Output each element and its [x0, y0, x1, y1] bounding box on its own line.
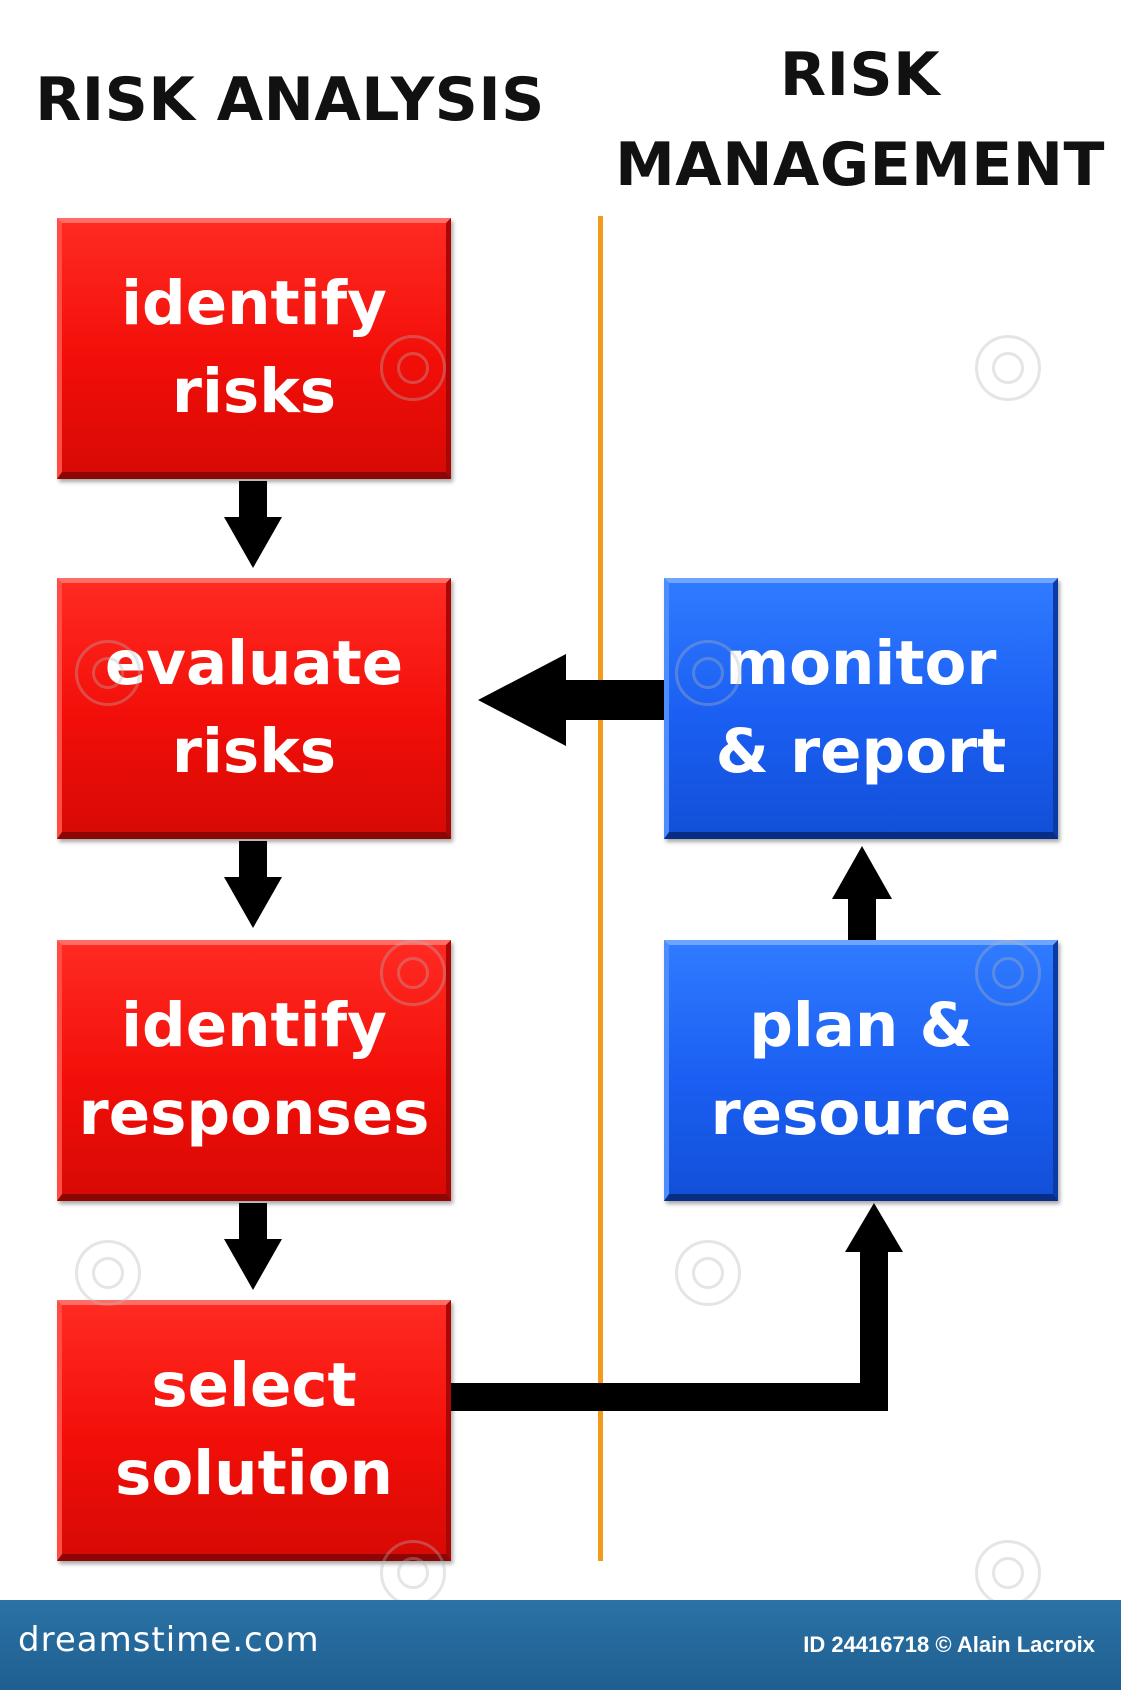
column-divider [598, 216, 603, 1561]
risk-management-heading: RISK MANAGEMENT [610, 30, 1110, 210]
step-label: plan & [749, 989, 973, 1061]
arrow-identify-to-evaluate [224, 481, 282, 568]
watermark-swirl-icon [975, 940, 1041, 1006]
footer-brand: dreamstime.com [18, 1620, 320, 1660]
watermark-swirl-icon [380, 940, 446, 1006]
arrow-monitor-to-evaluate [478, 654, 664, 746]
step-label: select [151, 1349, 357, 1421]
step-label: monitor [725, 627, 997, 699]
step-label: solution [115, 1437, 393, 1509]
watermark-swirl-icon [975, 335, 1041, 401]
arrow-responses-to-select [224, 1203, 282, 1290]
footer-credit: ID 24416718 © Alain Lacroix [803, 1632, 1095, 1657]
watermark-swirl-icon [380, 1540, 446, 1606]
step-label: responses [78, 1077, 430, 1149]
watermark-swirl-icon [675, 640, 741, 706]
step-label: risks [171, 715, 337, 787]
arrow-select-to-plan [451, 1203, 903, 1411]
risk-analysis-heading: RISK ANALYSIS [35, 65, 545, 135]
step-label: & report [715, 715, 1007, 787]
watermark-swirl-icon [675, 1240, 741, 1306]
step-label: identify [121, 989, 387, 1061]
step-label: identify [121, 267, 387, 339]
step-evaluate-risks: evaluate risks [57, 578, 451, 839]
risk-management-heading-line1: RISK [779, 40, 941, 110]
step-label: resource [710, 1077, 1012, 1149]
step-label: risks [171, 355, 337, 427]
watermark-swirl-icon [75, 640, 141, 706]
watermark-swirl-icon [975, 1540, 1041, 1606]
step-label: evaluate [104, 627, 404, 699]
flow-arrows [224, 481, 903, 1411]
watermark-swirl-icon [380, 335, 446, 401]
footer-bar: dreamstime.com ID 24416718 © Alain Lacro… [0, 1600, 1121, 1690]
arrow-evaluate-to-identify-responses [224, 841, 282, 928]
risk-management-heading-line2: MANAGEMENT [615, 130, 1105, 200]
arrow-plan-to-monitor [832, 846, 892, 940]
step-monitor-report: monitor & report [664, 578, 1058, 839]
step-select-solution: select solution [57, 1300, 451, 1561]
watermark-swirl-icon [75, 1240, 141, 1306]
